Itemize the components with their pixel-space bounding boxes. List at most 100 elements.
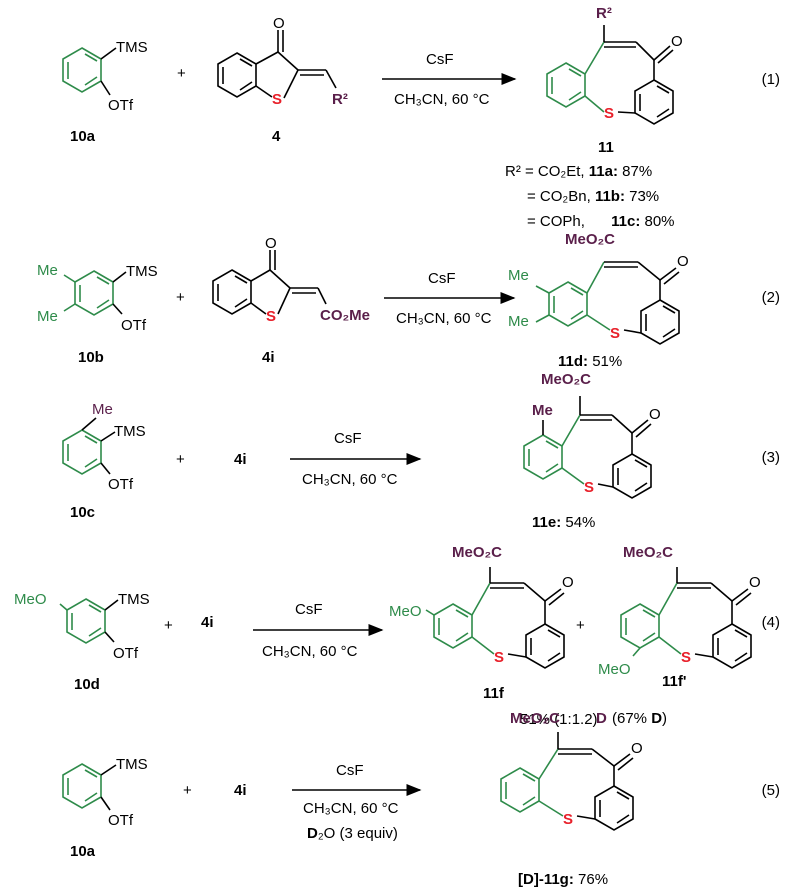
substituent-row: = CO₂Bn, 11b: 73%: [527, 188, 659, 205]
methyl-label: Me: [92, 401, 113, 418]
ester-label: MeO₂C: [623, 544, 673, 561]
compound-label-4i: 4i: [234, 451, 247, 468]
methyl-label: Me: [508, 313, 529, 330]
plus-sign: +: [176, 451, 185, 468]
compound-10a-structure: TMS OTf 10a: [62, 39, 148, 145]
oxygen-label: O: [631, 740, 643, 757]
equation-number-2: (2): [762, 289, 780, 306]
compound-label-10a: 10a: [70, 843, 96, 860]
methoxy-label: MeO: [389, 603, 422, 620]
ester-label: MeO₂C: [541, 371, 591, 388]
plus-sign: +: [177, 65, 186, 82]
methyl-label: Me: [37, 308, 58, 325]
sulfur-label: S: [584, 479, 594, 496]
otf-label: OTf: [113, 645, 139, 662]
additive-label: D₂O (3 equiv): [307, 825, 398, 842]
compound-label-10c: 10c: [70, 504, 95, 521]
oxygen-label: O: [677, 253, 689, 270]
tms-label: TMS: [114, 423, 146, 440]
sulfur-label: S: [494, 649, 504, 666]
substituent-row: = COPh, 11c: 80%: [527, 213, 675, 230]
reaction-3: TMS OTf Me 10c + 4i CsF CH₃CN, 60 °C O M…: [62, 371, 780, 531]
plus-sign: +: [576, 617, 585, 634]
r2-label: R²: [332, 91, 348, 108]
compound-11g-structure: O MeO₂C D (67% D) S [D]-11g: 76%: [500, 710, 667, 888]
compound-11d-structure: O MeO₂C Me Me S 11d: 51%: [508, 231, 689, 370]
substituent-row: R² = CO₂Et, 11a: 87%: [505, 163, 652, 180]
reagent-label: CsF: [426, 51, 454, 68]
compound-11f-structure: O MeO₂C MeO S 11f: [389, 544, 574, 702]
ester-label: MeO₂C: [452, 544, 502, 561]
otf-label: OTf: [121, 317, 147, 334]
deuterium-incorporation: (67% D): [612, 710, 667, 727]
compound-11f-prime-structure: O MeO₂C MeO S 11f': [598, 544, 761, 690]
conditions-label: CH₃CN, 60 °C: [303, 800, 399, 817]
product-yield-11g: [D]-11g: 76%: [518, 871, 608, 888]
methyl-label: Me: [508, 267, 529, 284]
reagent-label: CsF: [336, 762, 364, 779]
conditions-label: CH₃CN, 60 °C: [394, 91, 490, 108]
compound-label-4i: 4i: [201, 614, 214, 631]
otf-label: OTf: [108, 476, 134, 493]
reaction-4: TMS OTf MeO 10d + 4i CsF CH₃CN, 60 °C O …: [14, 544, 780, 728]
methyl-label: Me: [37, 262, 58, 279]
compound-label-4i: 4i: [262, 349, 275, 366]
reaction-1: TMS OTf 10a + O S R² 4 CsF CH₃CN, 60 °C: [62, 5, 780, 230]
ester-label: MeO₂C: [565, 231, 615, 248]
ester-label: CO₂Me: [320, 307, 370, 324]
compound-10a-structure: TMS OTf 10a: [62, 756, 148, 860]
sulfur-label: S: [272, 91, 282, 108]
oxygen-label: O: [649, 406, 661, 423]
compound-label-10a: 10a: [70, 128, 96, 145]
oxygen-label: O: [749, 574, 761, 591]
sulfur-label: S: [563, 811, 573, 828]
reagent-label: CsF: [334, 430, 362, 447]
compound-label-10b: 10b: [78, 349, 104, 366]
conditions-label: CH₃CN, 60 °C: [396, 310, 492, 327]
plus-sign: +: [183, 782, 192, 799]
tms-label: TMS: [116, 39, 148, 56]
compound-label-11f-prime: 11f': [662, 673, 686, 690]
compound-label-4i: 4i: [234, 782, 247, 799]
methoxy-label: MeO: [14, 591, 47, 608]
equation-number-5: (5): [762, 782, 780, 799]
compound-11e-structure: O MeO₂C Me S 11e: 54%: [523, 371, 661, 531]
tms-label: TMS: [116, 756, 148, 773]
combined-yield: 51% (1:1.2): [520, 711, 598, 728]
oxygen-label: O: [273, 15, 285, 32]
sulfur-label: S: [610, 325, 620, 342]
plus-sign: +: [176, 289, 185, 306]
equation-number-3: (3): [762, 449, 780, 466]
sulfur-label: S: [266, 308, 276, 325]
ester-label: MeO₂C: [510, 710, 560, 727]
reaction-5: TMS OTf 10a + 4i CsF CH₃CN, 60 °C D₂O (3…: [62, 710, 780, 888]
methoxy-label: MeO: [598, 661, 631, 678]
compound-4i-structure: O S CO₂Me 4i: [212, 235, 370, 366]
reaction-2: TMS OTf Me Me 10b + O S CO₂Me 4i CsF CH₃…: [37, 231, 780, 370]
deuterium-label: D: [596, 710, 607, 727]
compound-4-structure: O S R² 4: [217, 15, 348, 145]
sulfur-label: S: [681, 649, 691, 666]
tms-label: TMS: [126, 263, 158, 280]
equation-number-4: (4): [762, 614, 780, 631]
otf-label: OTf: [108, 97, 134, 114]
r2-label: R²: [596, 5, 612, 22]
sulfur-label: S: [604, 105, 614, 122]
compound-label-10d: 10d: [74, 676, 100, 693]
compound-11-structure: O R² S 11: [546, 5, 683, 156]
oxygen-label: O: [562, 574, 574, 591]
compound-10d-structure: TMS OTf MeO 10d: [14, 591, 150, 693]
product-yield-11d: 11d: 51%: [558, 353, 622, 370]
equation-number-1: (1): [762, 71, 780, 88]
compound-label-11f: 11f: [483, 685, 505, 702]
reagent-label: CsF: [428, 270, 456, 287]
compound-10c-structure: TMS OTf Me 10c: [62, 401, 146, 521]
conditions-label: CH₃CN, 60 °C: [262, 643, 358, 660]
oxygen-label: O: [671, 33, 683, 50]
plus-sign: +: [164, 617, 173, 634]
conditions-label: CH₃CN, 60 °C: [302, 471, 398, 488]
product-yield-11e: 11e: 54%: [532, 514, 595, 531]
otf-label: OTf: [108, 812, 134, 829]
reagent-label: CsF: [295, 601, 323, 618]
